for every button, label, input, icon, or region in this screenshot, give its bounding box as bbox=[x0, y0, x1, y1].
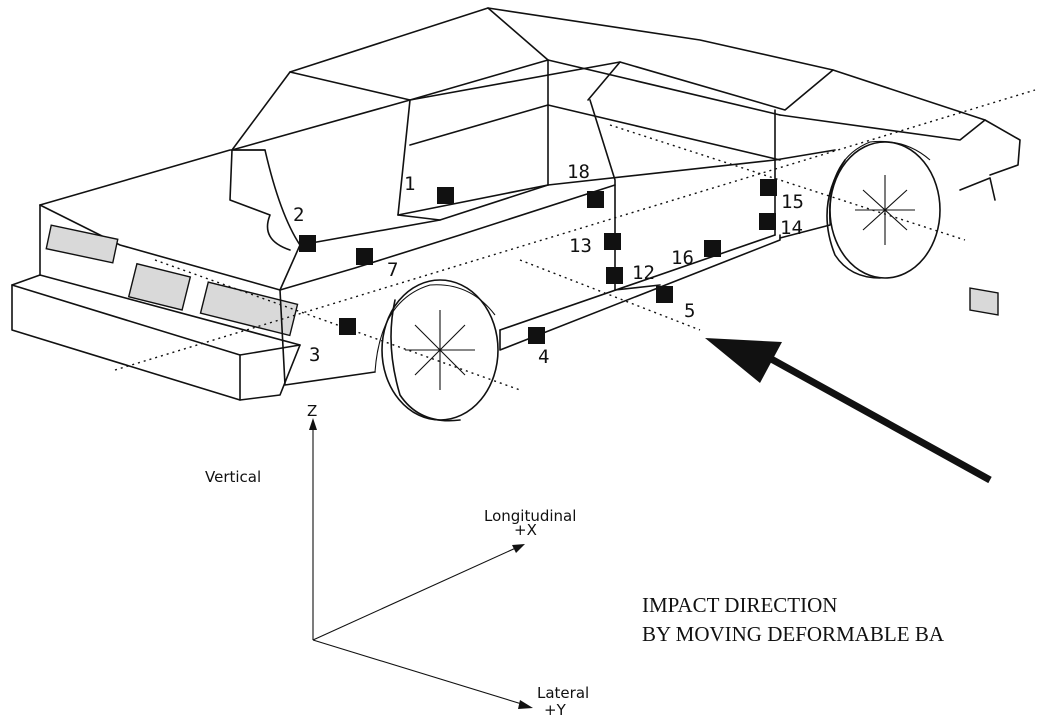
sensor-1: 1 bbox=[404, 173, 454, 204]
reference-lines bbox=[114, 89, 1036, 391]
sensor-marker bbox=[339, 318, 356, 335]
z-axis-symbol: Z bbox=[307, 402, 317, 420]
y-axis-symbol: +Y bbox=[544, 701, 567, 719]
sensor-13: 13 bbox=[569, 233, 621, 257]
sensor-5: 5 bbox=[656, 286, 695, 322]
sensor-14: 14 bbox=[759, 213, 803, 239]
sensor-label: 12 bbox=[632, 262, 655, 284]
sensor-marker bbox=[759, 213, 776, 230]
sensor-label: 3 bbox=[309, 344, 320, 366]
sensor-marker bbox=[656, 286, 673, 303]
y-axis-label: Lateral bbox=[537, 684, 589, 702]
sensor-marker bbox=[437, 187, 454, 204]
sensor-12: 12 bbox=[606, 262, 655, 284]
z-axis-label: Vertical bbox=[205, 468, 261, 486]
sensor-16: 16 bbox=[671, 240, 721, 269]
sensor-label: 4 bbox=[538, 346, 549, 368]
rear-wheel-hub bbox=[855, 175, 915, 245]
sensor-4: 4 bbox=[528, 327, 549, 368]
sensor-label: 7 bbox=[387, 259, 398, 281]
sensor-label: 18 bbox=[567, 161, 590, 183]
sensor-marker bbox=[604, 233, 621, 250]
sensor-label: 14 bbox=[780, 217, 803, 239]
x-axis-label: Longitudinal bbox=[484, 507, 576, 525]
sensor-label: 5 bbox=[684, 300, 695, 322]
sensor-label: 15 bbox=[781, 191, 804, 213]
sensor-marker bbox=[606, 267, 623, 284]
sensor-18: 18 bbox=[567, 161, 604, 208]
sensor-marker bbox=[299, 235, 316, 252]
sensor-marker bbox=[760, 179, 777, 196]
sensor-3: 3 bbox=[309, 318, 356, 366]
car-outline bbox=[11, 7, 1021, 422]
sensor-marker bbox=[528, 327, 545, 344]
x-axis-symbol: +X bbox=[514, 521, 537, 539]
sensor-marker bbox=[587, 191, 604, 208]
sensor-2: 2 bbox=[293, 204, 316, 252]
sensor-marker bbox=[704, 240, 721, 257]
sensor-label: 2 bbox=[293, 204, 304, 226]
impact-direction-arrow bbox=[705, 338, 992, 484]
sensor-7: 7 bbox=[356, 248, 398, 281]
sensor-label: 16 bbox=[671, 247, 694, 269]
front-wheel-hub bbox=[405, 310, 475, 390]
sensor-label: 13 bbox=[569, 235, 592, 257]
sensor-marker bbox=[356, 248, 373, 265]
caption-line-1: IMPACT DIRECTION bbox=[642, 593, 837, 617]
sensor-label: 1 bbox=[404, 173, 415, 195]
coordinate-axes bbox=[309, 418, 533, 709]
caption-line-2: BY MOVING DEFORMABLE BA bbox=[642, 622, 945, 646]
sensor-15: 15 bbox=[760, 179, 804, 213]
